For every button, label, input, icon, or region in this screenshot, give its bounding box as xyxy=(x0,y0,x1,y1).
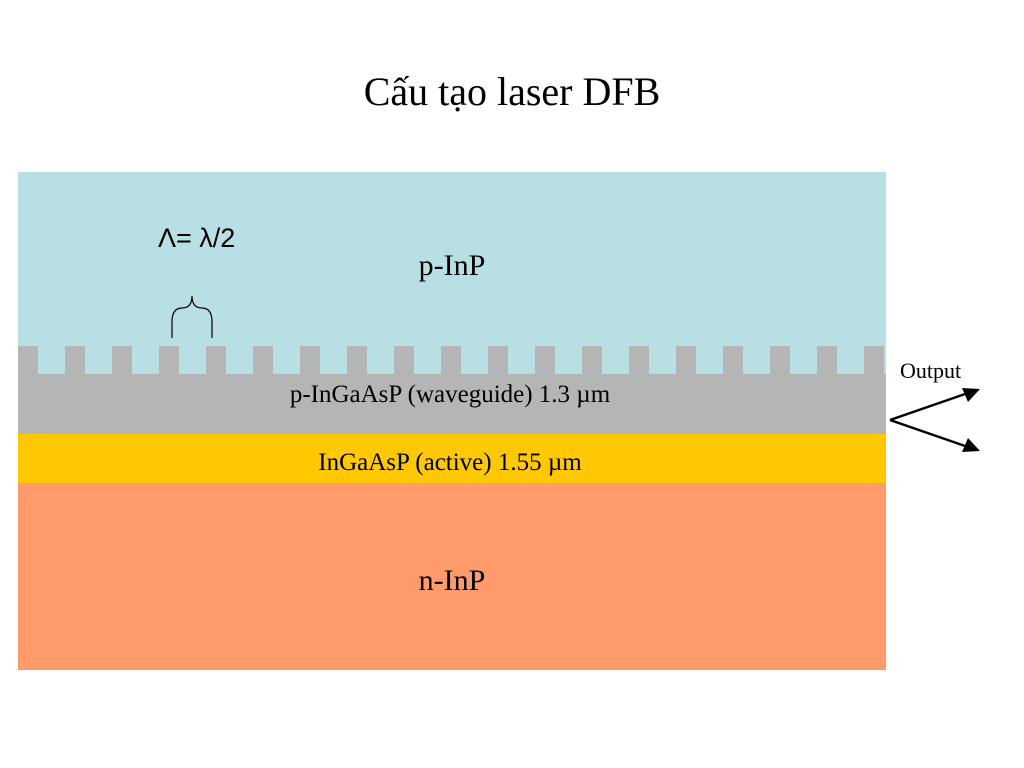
period-label: Λ= λ/2 xyxy=(158,223,235,253)
grating-tooth xyxy=(441,346,461,374)
grating-tooth xyxy=(112,346,132,374)
p-inp-label: p-InP xyxy=(419,249,486,282)
grating-tooth xyxy=(723,346,743,374)
grating-tooth xyxy=(159,346,179,374)
grating-tooth xyxy=(253,346,273,374)
grating-tooth xyxy=(582,346,602,374)
grating-tooth xyxy=(65,346,85,374)
grating-tooth xyxy=(864,346,884,374)
output-arrows xyxy=(889,388,980,452)
grating-tooth xyxy=(488,346,508,374)
n-inp-layer xyxy=(18,483,886,670)
grating-tooth xyxy=(206,346,226,374)
slide-title: Cấu tạo laser DFB xyxy=(363,69,661,114)
grating-tooth xyxy=(18,346,38,374)
p-inp-layer xyxy=(18,172,886,374)
waveguide-label: p-InGaAsP (waveguide) 1.3 µm xyxy=(290,381,611,408)
grating-tooth xyxy=(817,346,837,374)
grating-tooth xyxy=(535,346,555,374)
grating-tooth xyxy=(347,346,367,374)
active-layer xyxy=(18,434,886,483)
output-label: Output xyxy=(900,358,961,383)
waveguide-layer xyxy=(18,374,886,434)
period-brace xyxy=(171,295,213,338)
grating-tooth xyxy=(770,346,790,374)
grating-tooth xyxy=(676,346,696,374)
grating-tooth xyxy=(394,346,414,374)
active-label: InGaAsP (active) 1.55 µm xyxy=(318,449,582,476)
grating-tooth xyxy=(300,346,320,374)
grating-teeth xyxy=(18,346,884,374)
n-inp-label: n-InP xyxy=(419,564,486,597)
grating-tooth xyxy=(629,346,649,374)
